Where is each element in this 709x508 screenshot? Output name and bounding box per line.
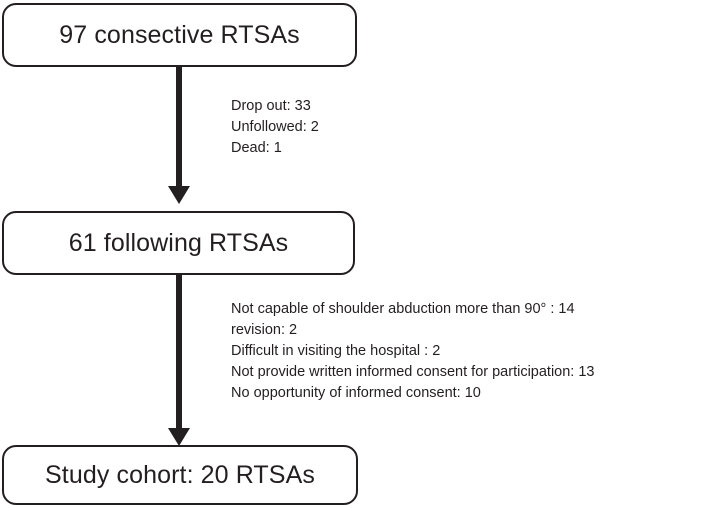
flow-arrow-mid-to-bottom (167, 275, 191, 446)
annotation-line: Not capable of shoulder abduction more t… (231, 301, 575, 317)
arrow-shaft-icon (176, 67, 182, 188)
arrow-head-icon (168, 186, 190, 204)
annotation-line: Difficult in visiting the hospital : 2 (231, 343, 441, 359)
annotation-line: revision: 2 (231, 322, 298, 338)
annotation-line: Unfollowed: 2 (231, 119, 319, 135)
annotation-line: No opportunity of informed consent: 10 (231, 385, 481, 401)
flow-node-label: 97 consective RTSAs (59, 20, 300, 49)
flow-node-61-following-rtsas: 61 following RTSAs (2, 211, 355, 275)
annotation-line: Drop out: 33 (231, 98, 311, 114)
flow-arrow-top-to-mid (167, 67, 191, 204)
arrow-head-icon (168, 428, 190, 446)
exclusion-annotation-second: Not capable of shoulder abduction more t… (231, 299, 595, 404)
annotation-line: Not provide written informed consent for… (231, 364, 595, 380)
flow-node-label: Study cohort: 20 RTSAs (45, 460, 315, 489)
annotation-line: Dead: 1 (231, 140, 282, 156)
flow-node-97-consecutive-rtsas: 97 consective RTSAs (2, 3, 357, 67)
exclusion-annotation-first: Drop out: 33 Unfollowed: 2 Dead: 1 (231, 96, 319, 159)
arrow-shaft-icon (176, 275, 182, 430)
flow-node-label: 61 following RTSAs (68, 228, 289, 257)
flow-node-study-cohort: Study cohort: 20 RTSAs (2, 445, 358, 505)
